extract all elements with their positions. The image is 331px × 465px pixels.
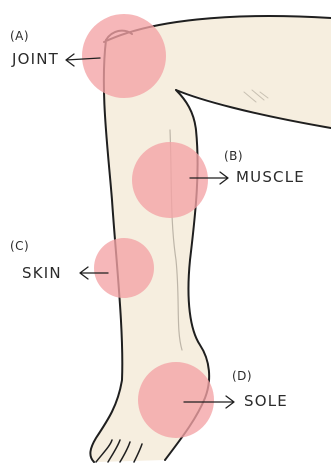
label-d-name: SOLE <box>244 394 288 409</box>
label-a-name: JOINT <box>12 52 59 67</box>
label-b-letter: (B) <box>224 150 243 162</box>
label-c-name: SKIN <box>22 266 62 281</box>
skin-highlight <box>94 238 154 298</box>
label-a-letter: (A) <box>10 30 29 42</box>
sole-highlight <box>138 362 214 438</box>
label-c-letter: (C) <box>10 240 29 252</box>
label-b-name: MUSCLE <box>236 170 305 185</box>
joint-highlight <box>82 14 166 98</box>
label-d-letter: (D) <box>232 370 252 382</box>
muscle-highlight <box>132 142 208 218</box>
